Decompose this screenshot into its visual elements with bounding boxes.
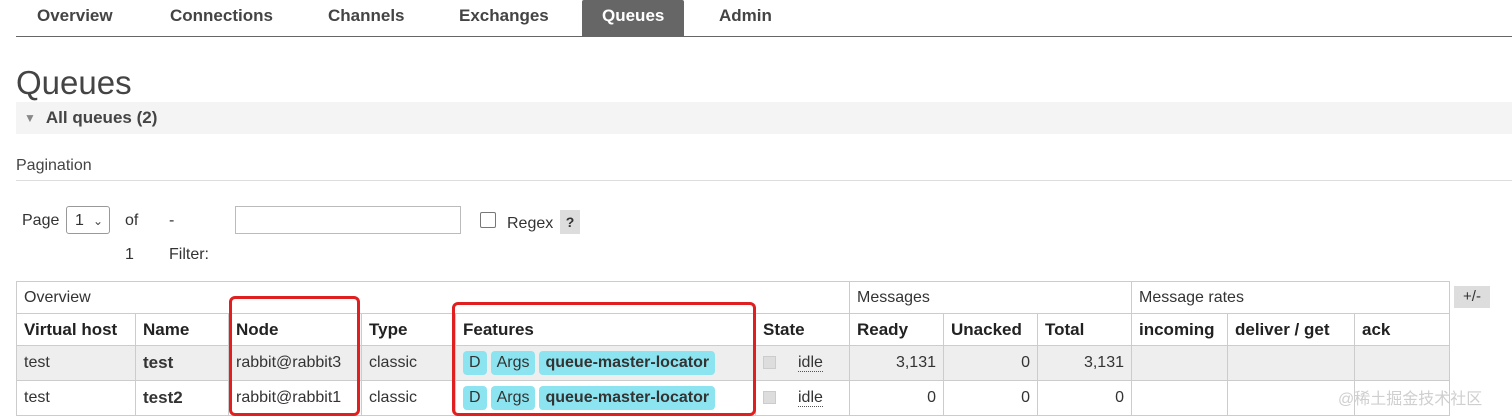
cell-total: 3,131 [1037, 345, 1132, 381]
cell-ready: 3,131 [849, 345, 944, 381]
col-type[interactable]: Type [361, 313, 456, 346]
col-virtual-host[interactable]: Virtual host [16, 313, 136, 346]
queues-table: Overview Messages Message rates Virtual … [16, 281, 1450, 416]
state-text: idle [798, 354, 823, 372]
cell-ack [1354, 345, 1450, 381]
cell-state: idle [755, 380, 850, 416]
col-unacked[interactable]: Unacked [943, 313, 1038, 346]
cell-deliver-get [1227, 380, 1355, 416]
all-queues-label: All queues (2) [45, 108, 158, 127]
group-header-message-rates: Message rates [1131, 281, 1450, 314]
regex-checkbox[interactable] [480, 212, 496, 228]
state-square-icon [763, 356, 776, 370]
cell-type: classic [361, 380, 456, 416]
feature-tag-queue-master-locator: queue-master-locator [539, 351, 716, 375]
tab-connections[interactable]: Connections [170, 6, 273, 25]
triangle-down-icon: ▼ [24, 111, 36, 125]
col-total[interactable]: Total [1037, 313, 1132, 346]
page-count-label: of 1 [125, 212, 139, 263]
cell-incoming [1131, 345, 1228, 381]
cell-node: rabbit@rabbit3 [228, 345, 362, 381]
feature-tag-durable: D [463, 386, 487, 410]
cell-incoming [1131, 380, 1228, 416]
col-ready[interactable]: Ready [849, 313, 944, 346]
state-text: idle [798, 389, 823, 407]
cell-deliver-get [1227, 345, 1355, 381]
tab-overview[interactable]: Overview [37, 6, 113, 25]
filter-label: - Filter: [169, 212, 209, 263]
feature-tag-durable: D [463, 351, 487, 375]
all-queues-toggle[interactable]: ▼ All queues (2) [16, 102, 1512, 134]
cell-type: classic [361, 345, 456, 381]
cell-state: idle [755, 345, 850, 381]
cell-unacked: 0 [943, 380, 1038, 416]
cell-total: 0 [1037, 380, 1132, 416]
page-title: Queues [16, 64, 132, 101]
state-square-icon [763, 391, 776, 405]
regex-label: Regex [507, 215, 554, 232]
cell-vhost: test [16, 345, 136, 381]
toggle-columns-button[interactable]: +/- [1454, 286, 1490, 308]
page-select[interactable]: 1 ⌄ [66, 206, 110, 234]
cell-node: rabbit@rabbit1 [228, 380, 362, 416]
watermark-text: @稀土掘金技术社区 [1338, 391, 1483, 408]
tab-channels[interactable]: Channels [328, 6, 405, 25]
pagination-heading: Pagination [16, 157, 92, 174]
col-node[interactable]: Node [228, 313, 362, 346]
tab-admin[interactable]: Admin [719, 6, 772, 25]
group-header-messages: Messages [849, 281, 1132, 314]
col-ack[interactable]: ack [1354, 313, 1450, 346]
page-label: Page [22, 212, 60, 229]
feature-tag-args[interactable]: Args [490, 386, 536, 410]
cell-unacked: 0 [943, 345, 1038, 381]
group-header-overview: Overview [16, 281, 850, 314]
pagination-divider [16, 180, 1512, 181]
feature-tag-args[interactable]: Args [490, 351, 536, 375]
main-nav-tabs: Overview Connections Channels Exchanges … [16, 0, 1512, 37]
col-name[interactable]: Name [135, 313, 229, 346]
feature-tag-queue-master-locator: queue-master-locator [539, 386, 716, 410]
col-deliver-get[interactable]: deliver / get [1227, 313, 1355, 346]
col-features[interactable]: Features [455, 313, 756, 346]
queue-name-link[interactable]: test2 [135, 380, 229, 416]
regex-help-button[interactable]: ? [560, 210, 580, 234]
col-incoming[interactable]: incoming [1131, 313, 1228, 346]
page-select-value: 1 [75, 212, 84, 229]
tab-exchanges[interactable]: Exchanges [459, 6, 549, 25]
tab-queues[interactable]: Queues [582, 0, 685, 36]
cell-ready: 0 [849, 380, 944, 416]
chevron-down-icon: ⌄ [92, 214, 103, 228]
cell-vhost: test [16, 380, 136, 416]
filter-input[interactable] [235, 206, 461, 234]
queue-name-link[interactable]: test [135, 345, 229, 381]
col-state[interactable]: State [755, 313, 850, 346]
cell-ack [1354, 380, 1450, 416]
